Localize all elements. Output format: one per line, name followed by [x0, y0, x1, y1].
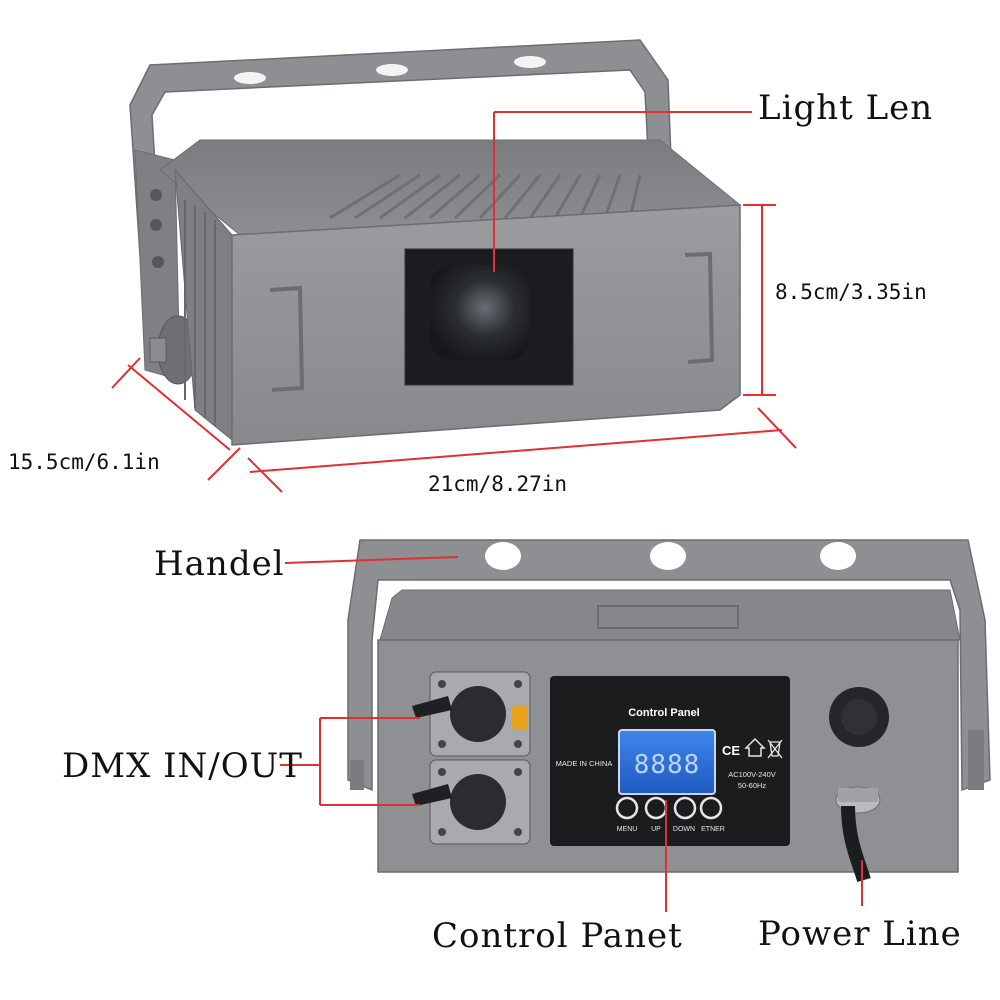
top-annotations [111, 111, 797, 493]
up-button[interactable] [644, 796, 668, 820]
menu-button[interactable] [615, 796, 639, 820]
label-dmx: DMX IN/OUT [62, 746, 303, 786]
label-handle: Handel [154, 544, 285, 584]
panel-title: Control Panel [628, 707, 700, 719]
weee-bin-icon [767, 739, 783, 759]
menu-button-label: MENU [617, 826, 638, 833]
up-button-label: UP [651, 826, 661, 833]
bottom-annotations [280, 556, 863, 912]
fixture-rear-view [347, 539, 991, 883]
fixture-front-view [129, 39, 742, 446]
label-depth: 15.5cm/6.1in [8, 450, 160, 474]
dmx-in-connector [412, 671, 531, 757]
panel-made-in: MADE IN CHINA [556, 759, 613, 768]
dmx-out-connector [412, 759, 531, 845]
down-button[interactable] [673, 796, 697, 820]
panel-display-digits: 8888 [634, 750, 701, 780]
label-width: 21cm/8.27in [428, 472, 568, 496]
led-display [618, 729, 716, 795]
label-height: 8.5cm/3.35in [775, 280, 927, 304]
label-control-panel: Control Panet [432, 916, 683, 956]
enter-button-label: ETNER [701, 826, 725, 833]
lens-icon [430, 265, 530, 360]
ce-mark: CE [722, 743, 740, 758]
fixture-top-surface [159, 139, 742, 236]
panel-frequency: 50-60Hz [738, 781, 767, 790]
label-light-lens: Light Len [758, 88, 934, 128]
handle-bracket-rear [347, 539, 991, 792]
enter-button[interactable] [699, 796, 723, 820]
label-power-line: Power Line [758, 914, 962, 954]
house-icon [744, 737, 766, 757]
down-button-label: DOWN [673, 826, 695, 833]
panel-voltage: AC100V-240V [728, 770, 776, 779]
